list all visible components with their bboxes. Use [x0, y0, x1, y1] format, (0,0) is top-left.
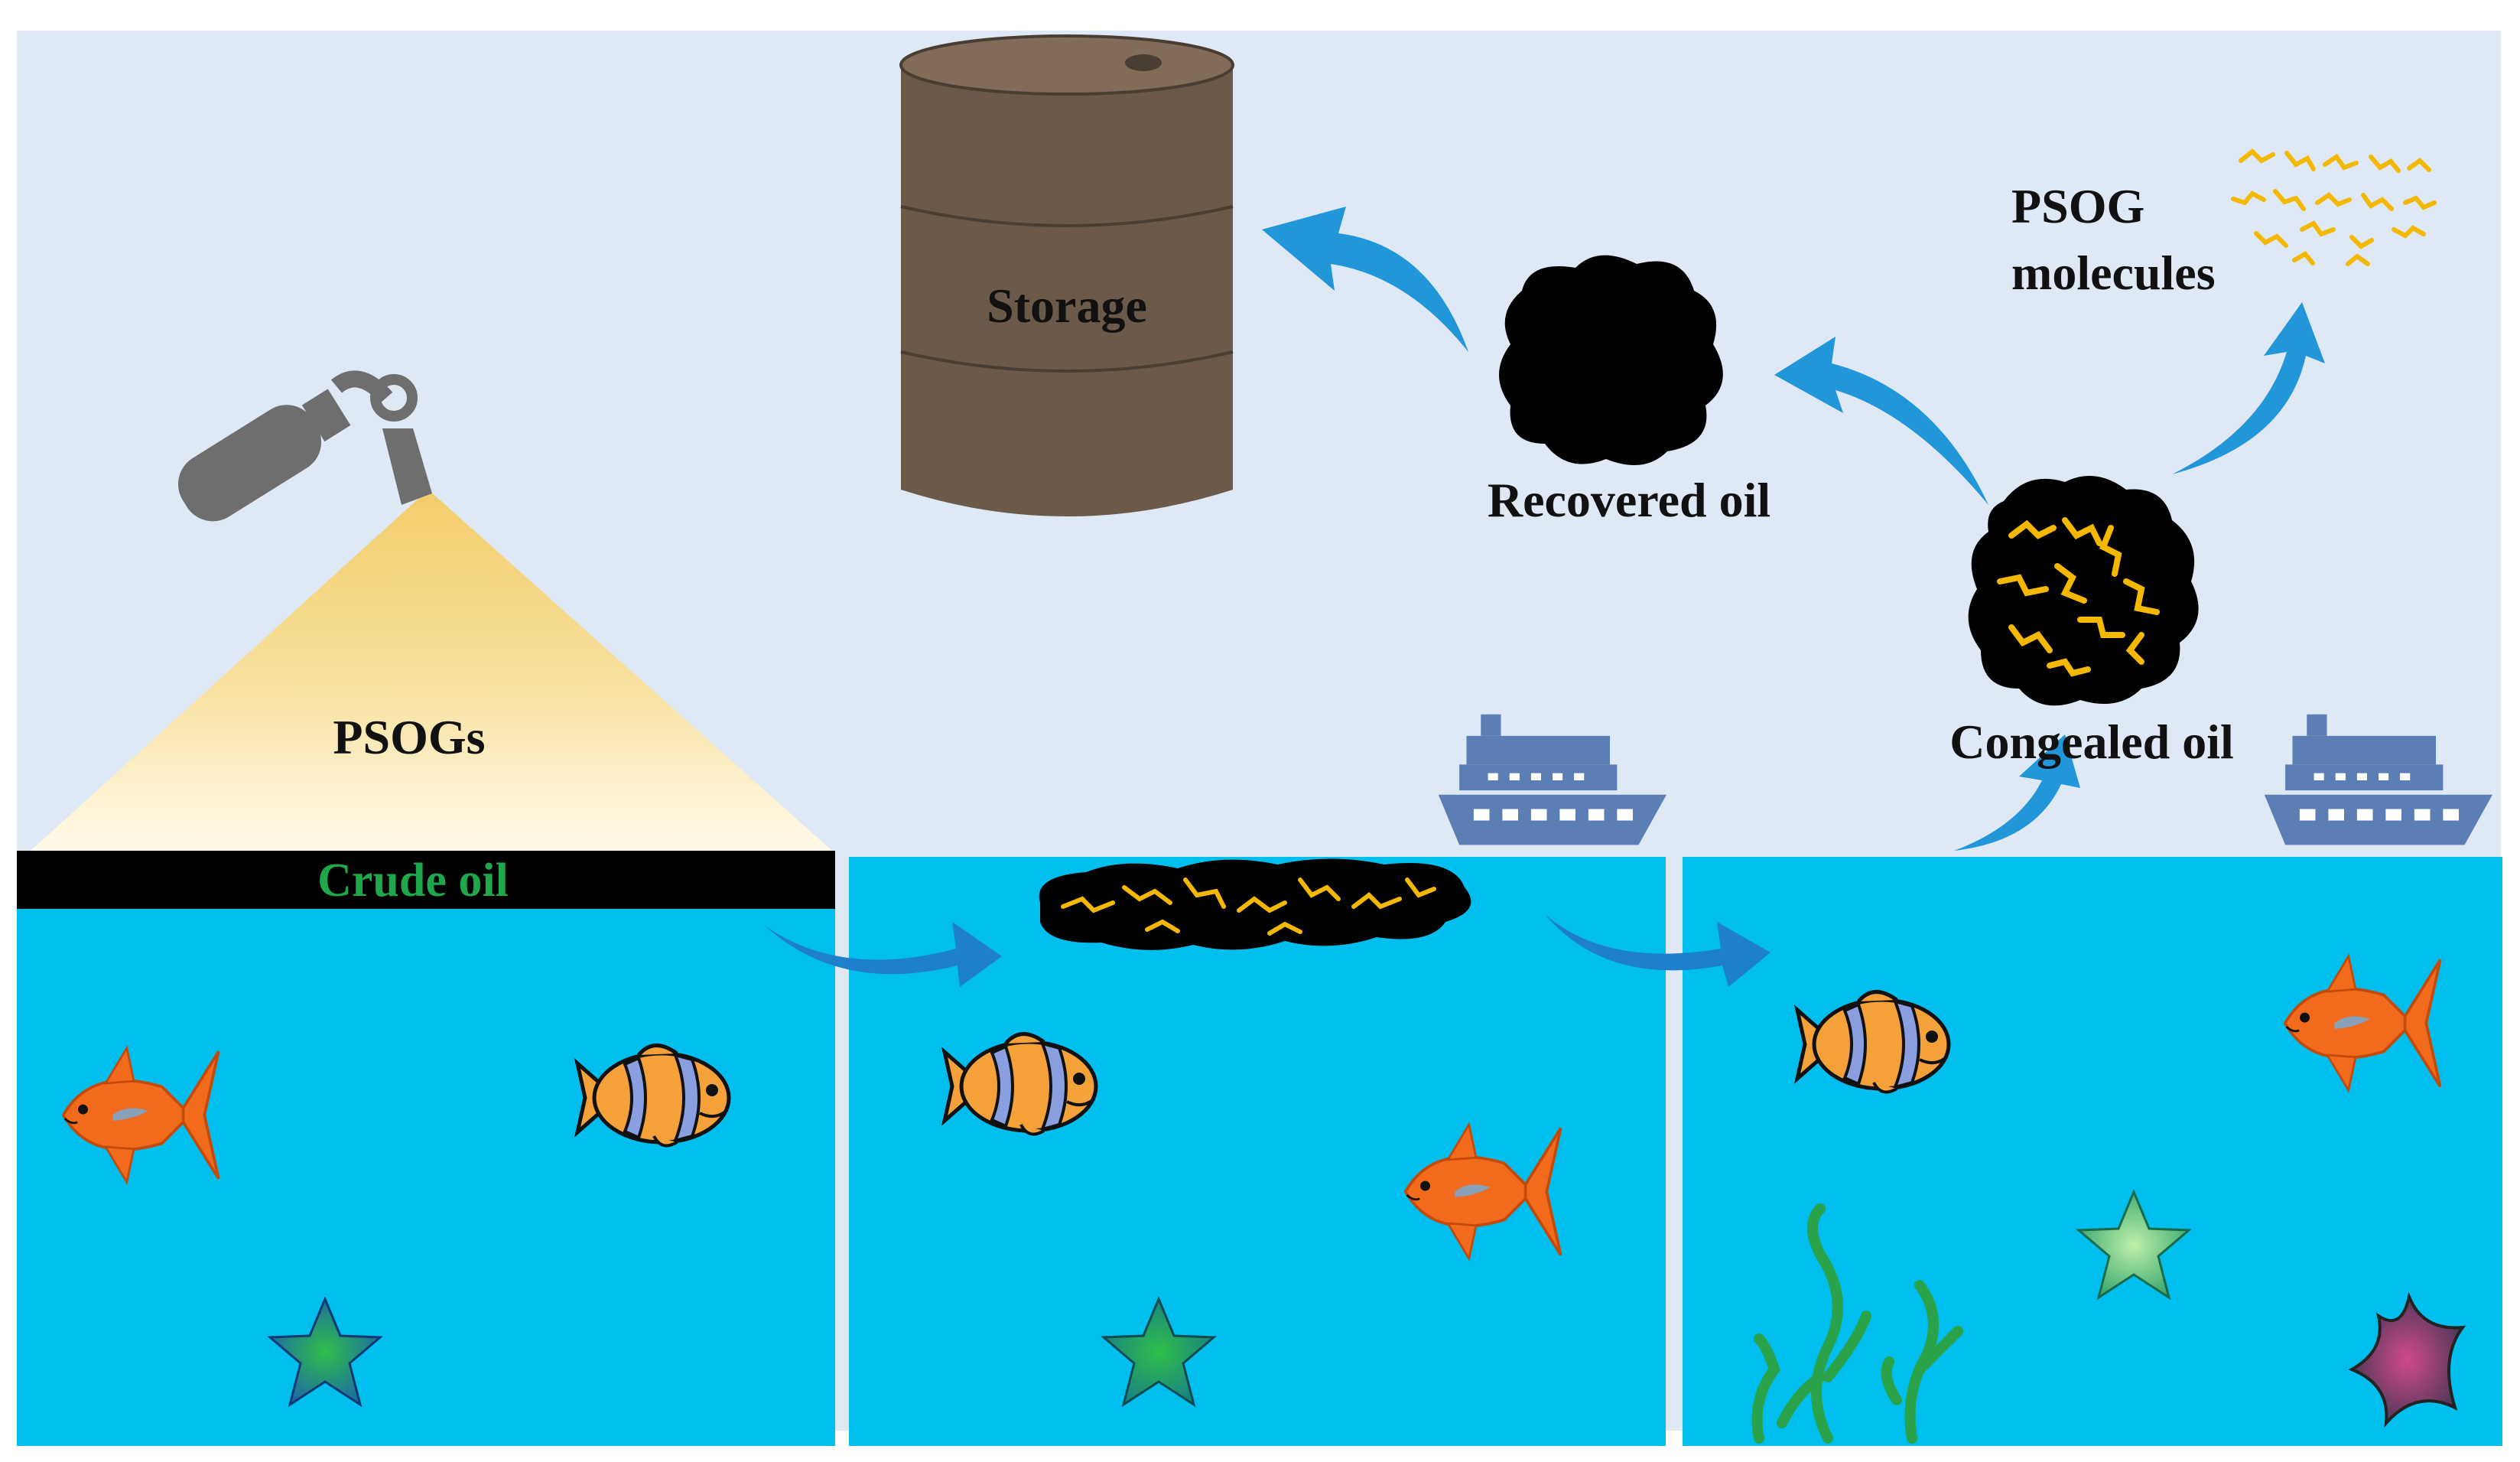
recovered-oil-blob: [1499, 255, 1723, 465]
arrow-up-to-congealed: [1954, 734, 2080, 851]
starfish-icon: [1101, 1296, 1217, 1408]
arrow-congealed-to-recovered: [1774, 337, 1988, 505]
label-psog-molecules-line2: molecules: [2011, 246, 2216, 300]
spray-cone: [31, 490, 832, 851]
arrow-recovered-to-storage: [1262, 207, 1468, 352]
water-panel-right: [1683, 857, 2502, 1446]
label-psog-molecules-line1: PSOG: [2011, 179, 2145, 233]
label-psogs: PSOGs: [333, 710, 486, 764]
crude-oil-layer: [17, 851, 835, 909]
starfish-icon: [267, 1296, 383, 1408]
water-panel-left: [17, 857, 835, 1446]
label-congealed-oil: Congealed oil: [1949, 715, 2234, 769]
gelled-oil-slick: [1039, 858, 1471, 950]
starfish-icon: [2348, 1291, 2466, 1428]
congealed-oil-blob: [1968, 476, 2199, 706]
spray-can-icon: [177, 370, 432, 522]
arrow-panel1-to-panel2: [765, 922, 1002, 987]
label-storage: Storage: [987, 278, 1147, 333]
label-recovered-oil: Recovered oil: [1487, 473, 1771, 527]
starfish-icon: [2076, 1189, 2192, 1301]
arrow-congealed-to-molecules: [2172, 302, 2325, 474]
flow-arrows: [765, 207, 2325, 987]
oil-barrel-icon: [899, 34, 1234, 516]
seaweed-icon: [1751, 1203, 1963, 1444]
label-crude-oil: Crude oil: [317, 855, 509, 907]
arrow-panel2-to-panel3: [1545, 914, 1771, 987]
psog-molecules-fibers: [2231, 148, 2437, 266]
